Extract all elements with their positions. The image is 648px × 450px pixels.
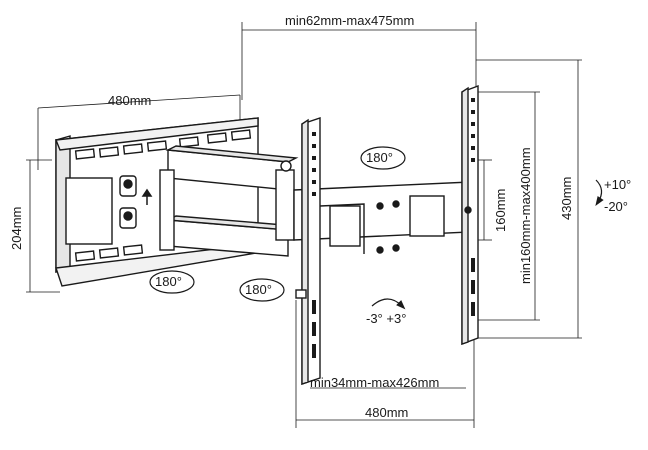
- tilt-up-label: +10°: [604, 177, 632, 192]
- left-vertical-rail: [295, 117, 321, 385]
- up-arrow-icon: [141, 188, 153, 205]
- wall-plate-width-label: 480mm: [108, 93, 152, 108]
- wall-plate-height-label: 204mm: [9, 206, 24, 250]
- swivel-top-label: 180°: [366, 150, 393, 165]
- swivel-head-label: 180°: [245, 282, 272, 297]
- top-reach-label: min62mm-max475mm: [285, 13, 415, 28]
- dimension-lines: [26, 22, 582, 428]
- right-vertical-rail: [461, 84, 479, 346]
- vesa-vertical-range-label: min160mm-max400mm: [518, 147, 533, 284]
- swivel-wall-label: 180°: [155, 274, 182, 289]
- level-adjust-label: -3° +3°: [366, 311, 407, 326]
- vesa-horizontal-range-label: min34mm-max426mm: [310, 375, 440, 390]
- wall-plate: [55, 117, 264, 287]
- tilt-down-label: -20°: [604, 199, 628, 214]
- rotation-badges: [149, 146, 604, 310]
- bracket-width-label: 480mm: [365, 405, 409, 420]
- swing-arms: [159, 145, 471, 257]
- vesa-vertical-inner-label: 160mm: [493, 188, 508, 232]
- bracket-height-label: 430mm: [559, 176, 574, 220]
